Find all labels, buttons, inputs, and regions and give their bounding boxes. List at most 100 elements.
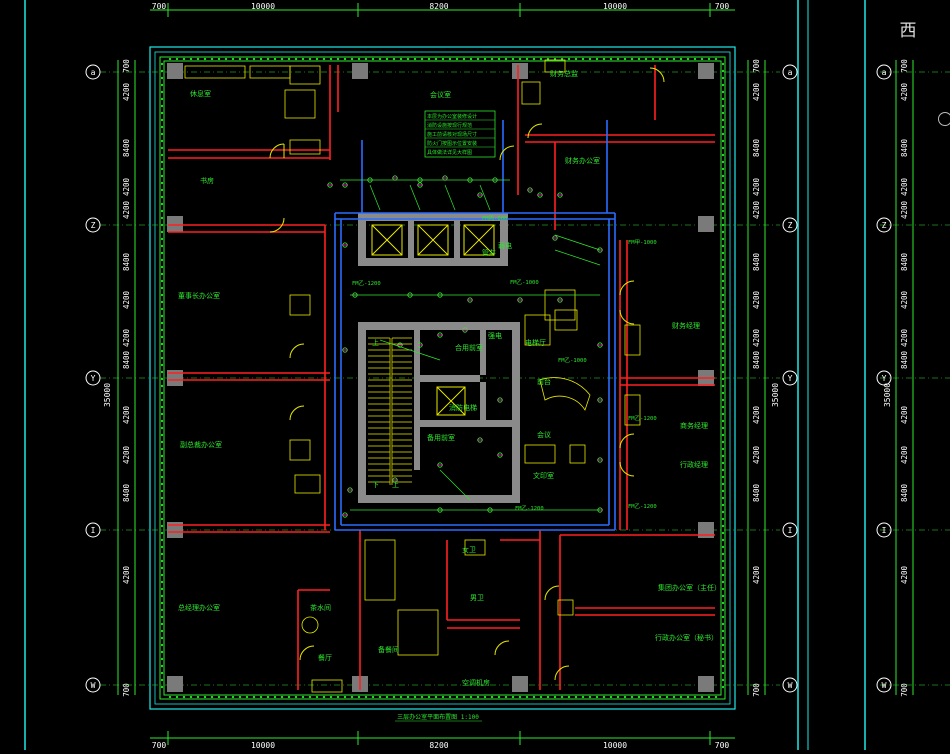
dims-right-label-1: 4200 (752, 82, 761, 101)
sprinkler-icon (347, 487, 353, 493)
dims-left-label-3: 4200 (122, 177, 131, 196)
dimension-strips (117, 3, 914, 745)
dim-bottom-4: 700 (715, 741, 730, 750)
axis-bubble-a: a (876, 64, 892, 80)
svg-text:Z: Z (788, 221, 793, 230)
sprinkler-icon (462, 327, 468, 333)
sprinkler-icon (437, 462, 443, 468)
svg-text:I: I (788, 526, 793, 535)
doors (269, 67, 665, 681)
svg-text:Y: Y (882, 374, 887, 383)
dim-top-1: 10000 (251, 2, 275, 11)
stairs (368, 337, 412, 485)
dim-right-total: 35000 (771, 383, 780, 407)
axis-bubble-Z: Z (876, 217, 892, 233)
sprinkler-icon (417, 182, 423, 188)
svg-text:a: a (91, 68, 96, 77)
axis-grid (100, 71, 950, 686)
room-label-admin-office: 行政办公室（秘书） (655, 633, 718, 642)
navigation-ring-icon[interactable] (938, 112, 950, 126)
dim-bottom-3: 10000 (603, 741, 627, 750)
dims-left-label-8: 8400 (122, 350, 131, 369)
dims-left-label-1: 4200 (122, 82, 131, 101)
core-walls (358, 213, 520, 503)
room-label-shared-lobby: 合用前室 (455, 343, 483, 352)
dims-far-label-4: 4200 (900, 200, 909, 219)
dims-left-label-2: 8400 (122, 138, 131, 157)
axis-bubble-Y: Y (876, 370, 892, 386)
svg-text:I: I (91, 526, 96, 535)
dim-top-2: 8200 (429, 2, 448, 11)
dims-right-label-12: 4200 (752, 565, 761, 584)
svg-text:I: I (882, 526, 887, 535)
axis-bubble-W: W (85, 677, 101, 693)
room-label-fin-mgr: 财务经理 (672, 321, 700, 330)
dim-left-total: 35000 (103, 383, 112, 407)
room-label-shaft: 管井 (482, 248, 496, 257)
door-tag-6: FM乙-1200 (628, 503, 657, 510)
door-tag-4: FM丙-600 (482, 215, 507, 222)
room-label-reception: 前台 (537, 377, 551, 386)
sprinkler-icon (342, 182, 348, 188)
drawing-caption: 三层办公室平面布置图 1:100 (397, 713, 479, 721)
legend-line-2: 施工前请核对现场尺寸 (427, 131, 477, 138)
sprinkler-icon (477, 192, 483, 198)
room-label-group-office: 集团办公室（主任） (658, 583, 721, 592)
viewcube-direction[interactable]: 西 (899, 20, 917, 41)
room-label-elec: 强电 (488, 331, 502, 340)
fire-pipes (334, 120, 616, 531)
dims-right-label-0: 700 (752, 59, 761, 73)
svg-text:a: a (788, 68, 793, 77)
dims-left-label-0: 700 (122, 59, 131, 73)
sprinkler-icon (552, 235, 558, 241)
axis-bubble-Y: Y (85, 370, 101, 386)
sprinkler-icon (557, 297, 563, 303)
room-label-conference: 会议 (537, 430, 551, 439)
dims-right-label-5: 8400 (752, 252, 761, 271)
door-tag-7: FM乙-1200 (628, 415, 657, 422)
dim-top-4: 700 (715, 2, 730, 11)
dims-right-label-13: 700 (752, 683, 761, 697)
axis-bubble-W: W (876, 677, 892, 693)
sprinkler-icon (477, 437, 483, 443)
room-label-study: 书房 (200, 176, 214, 185)
room-label-restroom: 休息室 (190, 89, 211, 98)
sprinkler-icon (597, 457, 603, 463)
room-label-men-wc: 男卫 (470, 594, 484, 602)
dim-bottom-1: 10000 (251, 741, 275, 750)
room-label-stair-down: 下 (372, 481, 379, 489)
room-label-stair-up-2: 上 (392, 480, 399, 489)
sprinkler-icon (392, 175, 398, 181)
legend-table (424, 110, 496, 158)
sprinkler-icon (392, 477, 398, 483)
room-label-stair-up-1: 上 (372, 338, 379, 347)
room-label-finance: 财务办公室 (565, 156, 600, 165)
dims-far-label-13: 700 (900, 683, 909, 697)
partition-walls (168, 65, 715, 690)
room-label-fire-lift: 消防电梯 (449, 403, 477, 412)
dim-top-0: 700 (152, 2, 167, 11)
axis-bubble-Z: Z (85, 217, 101, 233)
dim-far-total: 35000 (883, 383, 892, 407)
room-label-gm: 总经理办公室 (178, 603, 220, 612)
svg-text:W: W (91, 681, 96, 690)
room-label-cfo: 财务总监 (550, 69, 578, 78)
sprinkler-icon (327, 182, 333, 188)
sprinkler-icon (527, 187, 533, 193)
dims-right-label-8: 8400 (752, 350, 761, 369)
dims-far-label-7: 4200 (900, 328, 909, 347)
svg-text:a: a (882, 68, 887, 77)
dims-left-label-6: 4200 (122, 290, 131, 309)
sprinkler-icon (497, 397, 503, 403)
axis-bubble-a: a (85, 64, 101, 80)
dims-right-label-6: 4200 (752, 290, 761, 309)
dims-far-label-12: 4200 (900, 565, 909, 584)
axis-bubble-Z: Z (782, 217, 798, 233)
room-label-biz-mgr: 商务经理 (680, 421, 708, 430)
dims-far-label-2: 8400 (900, 138, 909, 157)
sprinkler-icon (442, 175, 448, 181)
door-tag-5: FM乙-1200 (515, 505, 544, 512)
dims-right-label-7: 4200 (752, 328, 761, 347)
